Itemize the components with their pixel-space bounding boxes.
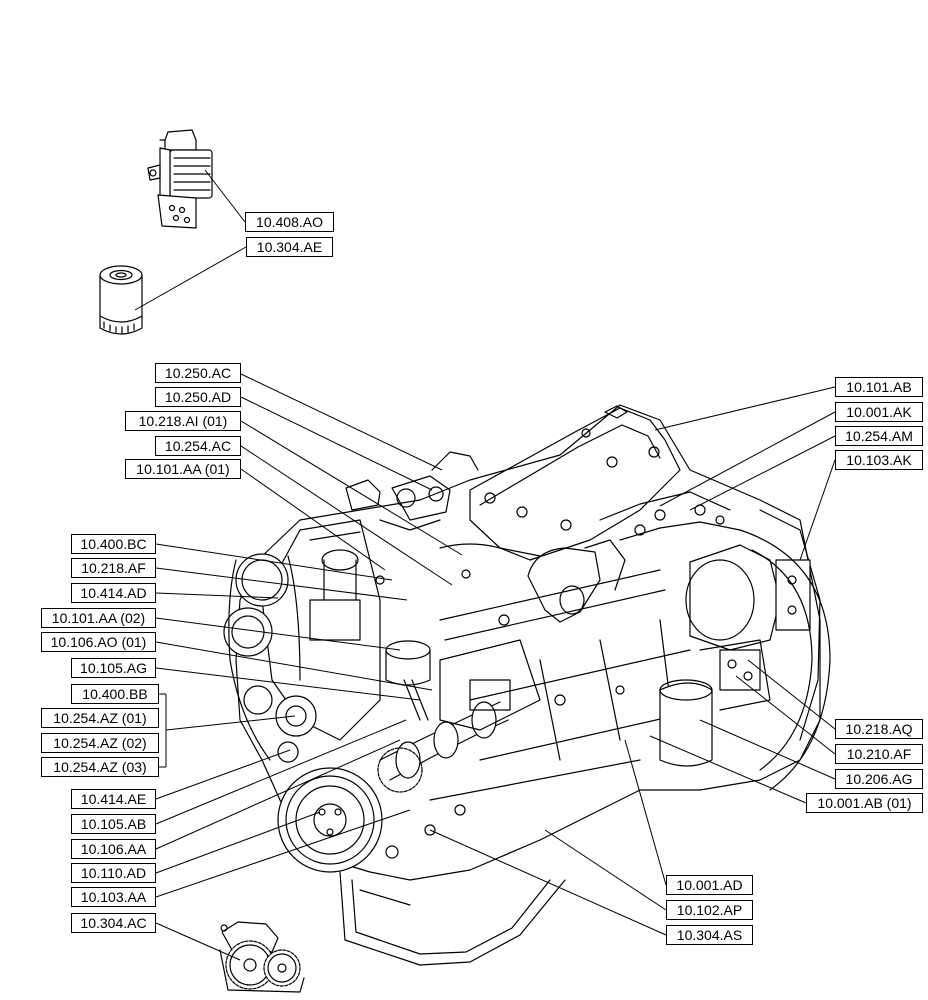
- callout-oil-pickup[interactable]: 10.304.AS: [666, 925, 753, 945]
- callout-piston[interactable]: 10.105.AG: [71, 658, 156, 678]
- callout-cylinder-head-02[interactable]: 10.101.AA (02): [41, 608, 156, 628]
- callout-exhaust-am[interactable]: 10.254.AM: [835, 426, 923, 446]
- callout-fuel-rail[interactable]: 10.218.AF: [71, 558, 156, 578]
- callout-oil-pan[interactable]: 10.102.AP: [666, 900, 753, 920]
- oil-cooler-icon: [147, 129, 213, 229]
- oil-filter-cartridge-icon: [99, 265, 143, 335]
- callout-oil-pump[interactable]: 10.304.AC: [71, 913, 156, 933]
- oil-pump-icon: [219, 921, 305, 993]
- callout-engine-ab[interactable]: 10.001.AB (01): [806, 793, 923, 813]
- callout-exhaust-manifold[interactable]: 10.254.AC: [155, 436, 241, 456]
- callout-oil-cooler-housing[interactable]: 10.408.AO: [245, 212, 334, 232]
- callout-engine-ad[interactable]: 10.001.AD: [666, 875, 753, 895]
- callout-crankcase[interactable]: 10.103.AA: [71, 887, 156, 907]
- callout-intake-manifold[interactable]: 10.250.AC: [155, 363, 241, 383]
- callout-oil-filter[interactable]: 10.304.AE: [246, 237, 333, 257]
- callout-damper[interactable]: 10.110.AD: [71, 863, 156, 883]
- callout-fan[interactable]: 10.414.AE: [71, 789, 156, 809]
- callout-front-cover[interactable]: 10.400.BC: [71, 534, 156, 554]
- callout-conrod[interactable]: 10.105.AB: [71, 814, 156, 834]
- callout-fuel-filter[interactable]: 10.210.AF: [835, 744, 923, 764]
- callout-cylinder-head-01[interactable]: 10.101.AA (01): [125, 459, 241, 479]
- callout-flywheel-housing[interactable]: 10.103.AK: [835, 450, 923, 470]
- callout-crankshaft[interactable]: 10.106.AA: [71, 839, 156, 859]
- callout-injector-harness[interactable]: 10.218.AI (01): [125, 411, 241, 431]
- callout-turbo-az-01[interactable]: 10.254.AZ (01): [41, 708, 159, 728]
- callout-timing-ao[interactable]: 10.106.AO (01): [41, 632, 156, 652]
- callout-fuel-pump[interactable]: 10.206.AG: [835, 769, 923, 789]
- callout-intake-elbow[interactable]: 10.250.AD: [155, 387, 241, 407]
- callout-fuel-aq[interactable]: 10.218.AQ: [835, 719, 923, 739]
- callout-turbo-az-03[interactable]: 10.254.AZ (03): [41, 757, 159, 777]
- callout-turbo-az-02[interactable]: 10.254.AZ (02): [41, 733, 159, 753]
- callout-head-cover[interactable]: 10.101.AB: [835, 377, 923, 397]
- callout-water-pump[interactable]: 10.414.AD: [71, 583, 156, 603]
- callout-engine-ak[interactable]: 10.001.AK: [835, 402, 923, 422]
- callout-belt-bb[interactable]: 10.400.BB: [71, 684, 159, 704]
